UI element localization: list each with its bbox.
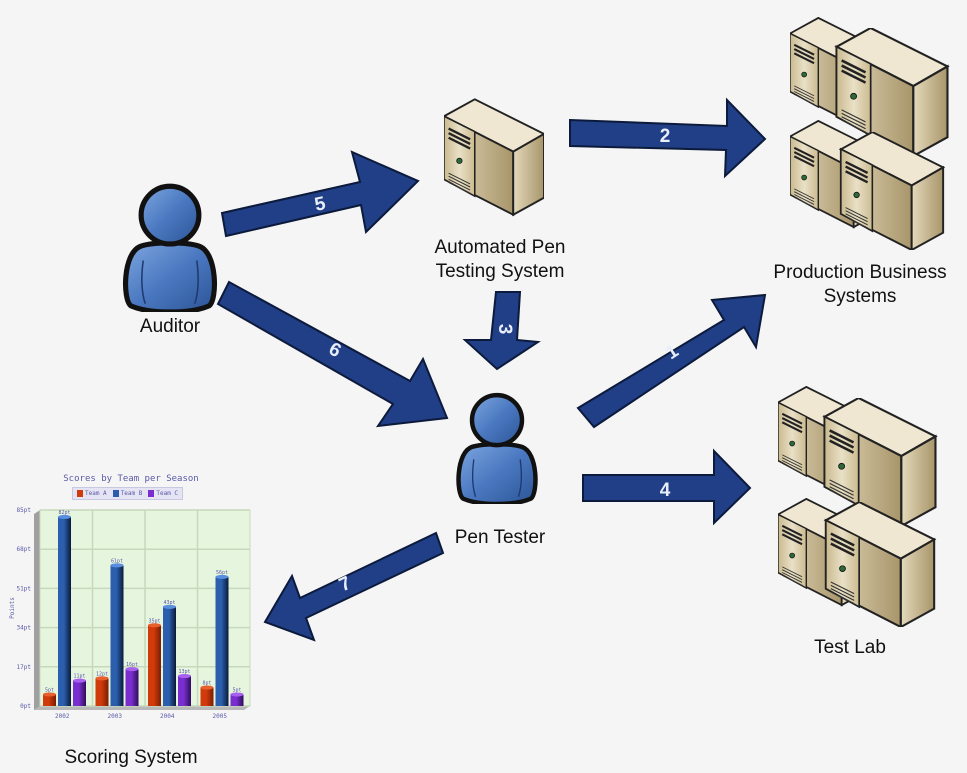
x-tick-label: 2002 <box>55 713 70 720</box>
y-tick-label: 34pt <box>17 625 32 632</box>
y-tick-label: 17pt <box>17 664 32 671</box>
y-tick-label: 68pt <box>17 546 32 553</box>
arrow-5: 5 <box>220 150 420 238</box>
legend-item-team-c: Team C <box>148 490 178 497</box>
bar-data-label: 13pt <box>178 669 190 675</box>
chart-plot: 0pt17pt34pt51pt68pt85ptPointsSeason5pt82… <box>9 507 251 720</box>
pen-tester-person-icon <box>459 395 536 504</box>
automated-pen-testing-label-line-2: Testing System <box>435 261 565 282</box>
auditor-label: Auditor <box>139 316 201 337</box>
arrow-4: 4 <box>582 448 752 526</box>
arrow-4-number: 4 <box>660 480 671 501</box>
bar-team-a-2002 <box>43 694 56 706</box>
bar-top-cap <box>73 678 86 683</box>
arrow-7: 7 <box>263 531 445 642</box>
bar-team-b-2005 <box>215 576 229 706</box>
pen-tester-label: Pen Tester <box>454 527 546 548</box>
bar-top-cap <box>125 667 139 672</box>
production-systems-label: Production Business Systems <box>745 261 967 309</box>
arrow-2: 2 <box>569 97 767 179</box>
bar-team-c-2005 <box>230 694 244 706</box>
bar-data-label: 12pt <box>96 671 108 677</box>
y-tick-label: 0pt <box>20 703 31 710</box>
production-systems-label-line-1: Production Business <box>773 262 947 283</box>
test-lab-server-cluster-icon <box>778 385 937 627</box>
bar-data-label: 82pt <box>58 510 70 516</box>
bar-data-label: 56pt <box>216 570 228 576</box>
legend-swatch-team-b <box>112 490 119 497</box>
chart-side-wall <box>34 510 40 710</box>
bar-data-label: 8pt <box>202 681 211 687</box>
arrow-1: 1 <box>576 293 767 429</box>
automated-pen-testing-label: Automated Pen Testing System <box>400 236 600 284</box>
arrow-3: 3 <box>462 291 541 371</box>
automated-pen-testing-server-icon <box>444 98 544 216</box>
bar-data-label: 16pt <box>126 662 138 668</box>
bar-team-c-2002 <box>73 680 86 706</box>
bar-top-cap <box>148 623 161 628</box>
bar-team-a-2003 <box>95 678 109 706</box>
bar-top-cap <box>230 692 244 697</box>
bar-team-a-2005 <box>200 687 214 706</box>
bar-data-label: 35pt <box>148 618 160 624</box>
bar-data-label: 11pt <box>73 674 85 680</box>
legend-label-team-b: Team B <box>120 490 143 497</box>
x-tick-label: 2004 <box>160 713 175 720</box>
production-systems-label-line-2: Systems <box>823 286 897 307</box>
legend-label-team-a: Team A <box>85 490 107 497</box>
bar-team-c-2004 <box>178 676 191 706</box>
y-tick-label: 51pt <box>17 585 32 592</box>
bar-top-cap <box>215 574 229 579</box>
bar-top-cap <box>110 563 124 568</box>
bar-top-cap <box>200 685 214 690</box>
arrow-5-number: 5 <box>313 193 328 216</box>
y-axis-label: Points <box>9 597 16 619</box>
chart-legend: Team A Team B Team C <box>72 487 184 500</box>
legend-swatch-team-c <box>148 490 155 497</box>
legend-label-team-c: Team C <box>156 490 179 497</box>
bar-data-label: 43pt <box>163 600 175 606</box>
production-server-cluster-icon <box>790 16 949 250</box>
bar-top-cap <box>178 674 191 679</box>
automated-pen-testing-label-line-1: Automated Pen <box>434 237 566 258</box>
bar-top-cap <box>43 692 56 697</box>
bar-top-cap <box>163 604 176 609</box>
scoring-system-label: Scoring System <box>64 747 198 768</box>
legend-item-team-a: Team A <box>77 490 107 497</box>
auditor-person-icon <box>126 186 215 312</box>
legend-swatch-team-a <box>77 490 83 497</box>
test-lab-label: Test Lab <box>814 637 886 658</box>
x-tick-label: 2003 <box>108 713 123 720</box>
bar-data-label: 5pt <box>45 687 54 693</box>
bar-team-b-2003 <box>110 565 124 706</box>
bar-team-c-2003 <box>125 669 139 706</box>
chart-floor <box>34 706 250 710</box>
bar-team-b-2004 <box>163 606 176 706</box>
bar-team-a-2004 <box>148 625 161 706</box>
y-tick-label: 85pt <box>17 507 32 514</box>
arrow-2-number: 2 <box>660 126 671 147</box>
arrow-3-number: 3 <box>494 324 515 335</box>
legend-item-team-b: Team B <box>112 490 143 497</box>
bar-top-cap <box>58 514 71 519</box>
bar-team-b-2002 <box>58 516 71 706</box>
x-tick-label: 2005 <box>213 713 228 720</box>
chart-title: Scores by Team per Season <box>63 474 199 484</box>
arrow-6: 6 <box>216 280 449 428</box>
bar-data-label: 61pt <box>111 558 123 564</box>
bar-top-cap <box>95 676 109 681</box>
bar-data-label: 5pt <box>232 687 241 693</box>
scoring-chart: Scores by Team per Season Team A Team B … <box>0 472 262 722</box>
